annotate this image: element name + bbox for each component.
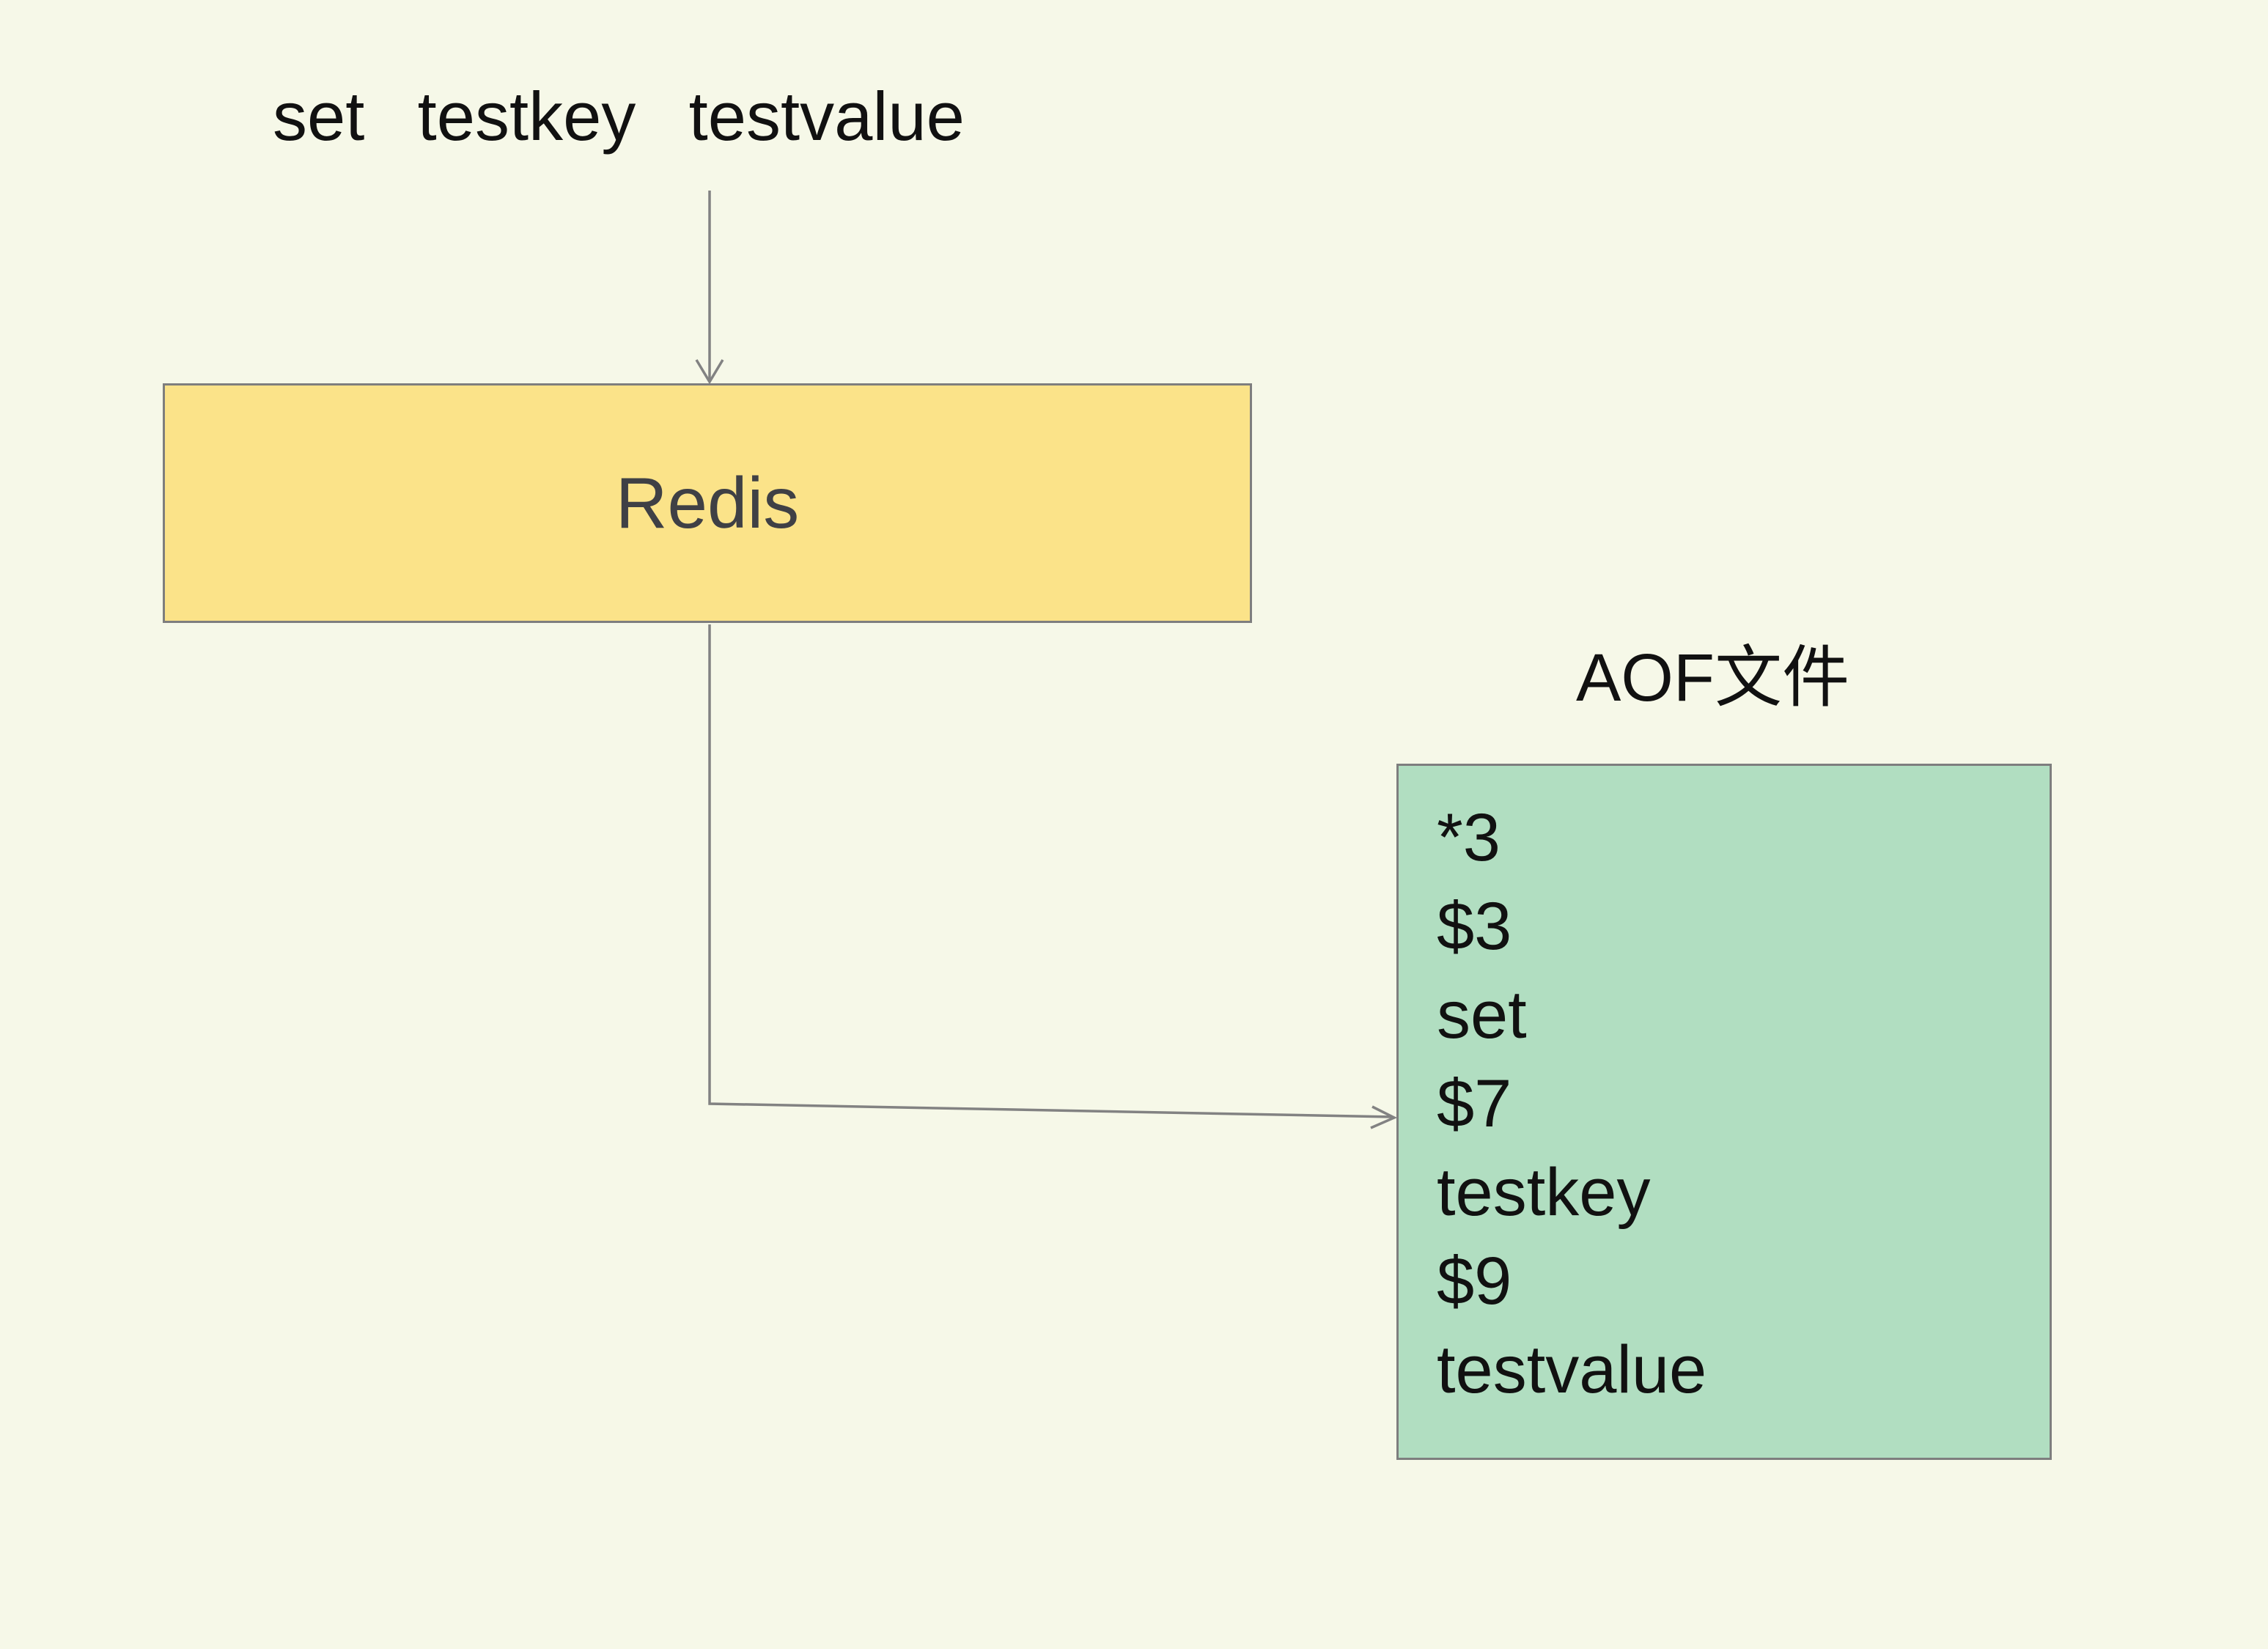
aof-file-box: *3 $3 set $7 testkey $9 testvalue (1396, 764, 2052, 1460)
aof-line-value: testvalue (1437, 1332, 1707, 1407)
redis-box: Redis (163, 383, 1252, 623)
redis-box-label: Redis (615, 462, 800, 543)
aof-line-len-cmd: $3 (1437, 889, 1512, 964)
aof-line-len-value: $9 (1437, 1244, 1512, 1318)
command-text: set testkey testvalue (273, 78, 965, 155)
aof-line-key: testkey (1437, 1155, 1651, 1230)
aof-line-len-key: $7 (1437, 1066, 1512, 1141)
arrow-command-to-redis-icon (695, 191, 724, 385)
aof-line-cmd: set (1437, 978, 1527, 1052)
aof-file-label: AOF文件 (1576, 641, 1850, 715)
arrow-redis-to-aof-icon (708, 624, 1398, 1129)
aof-line-array-count: *3 (1437, 800, 1501, 875)
